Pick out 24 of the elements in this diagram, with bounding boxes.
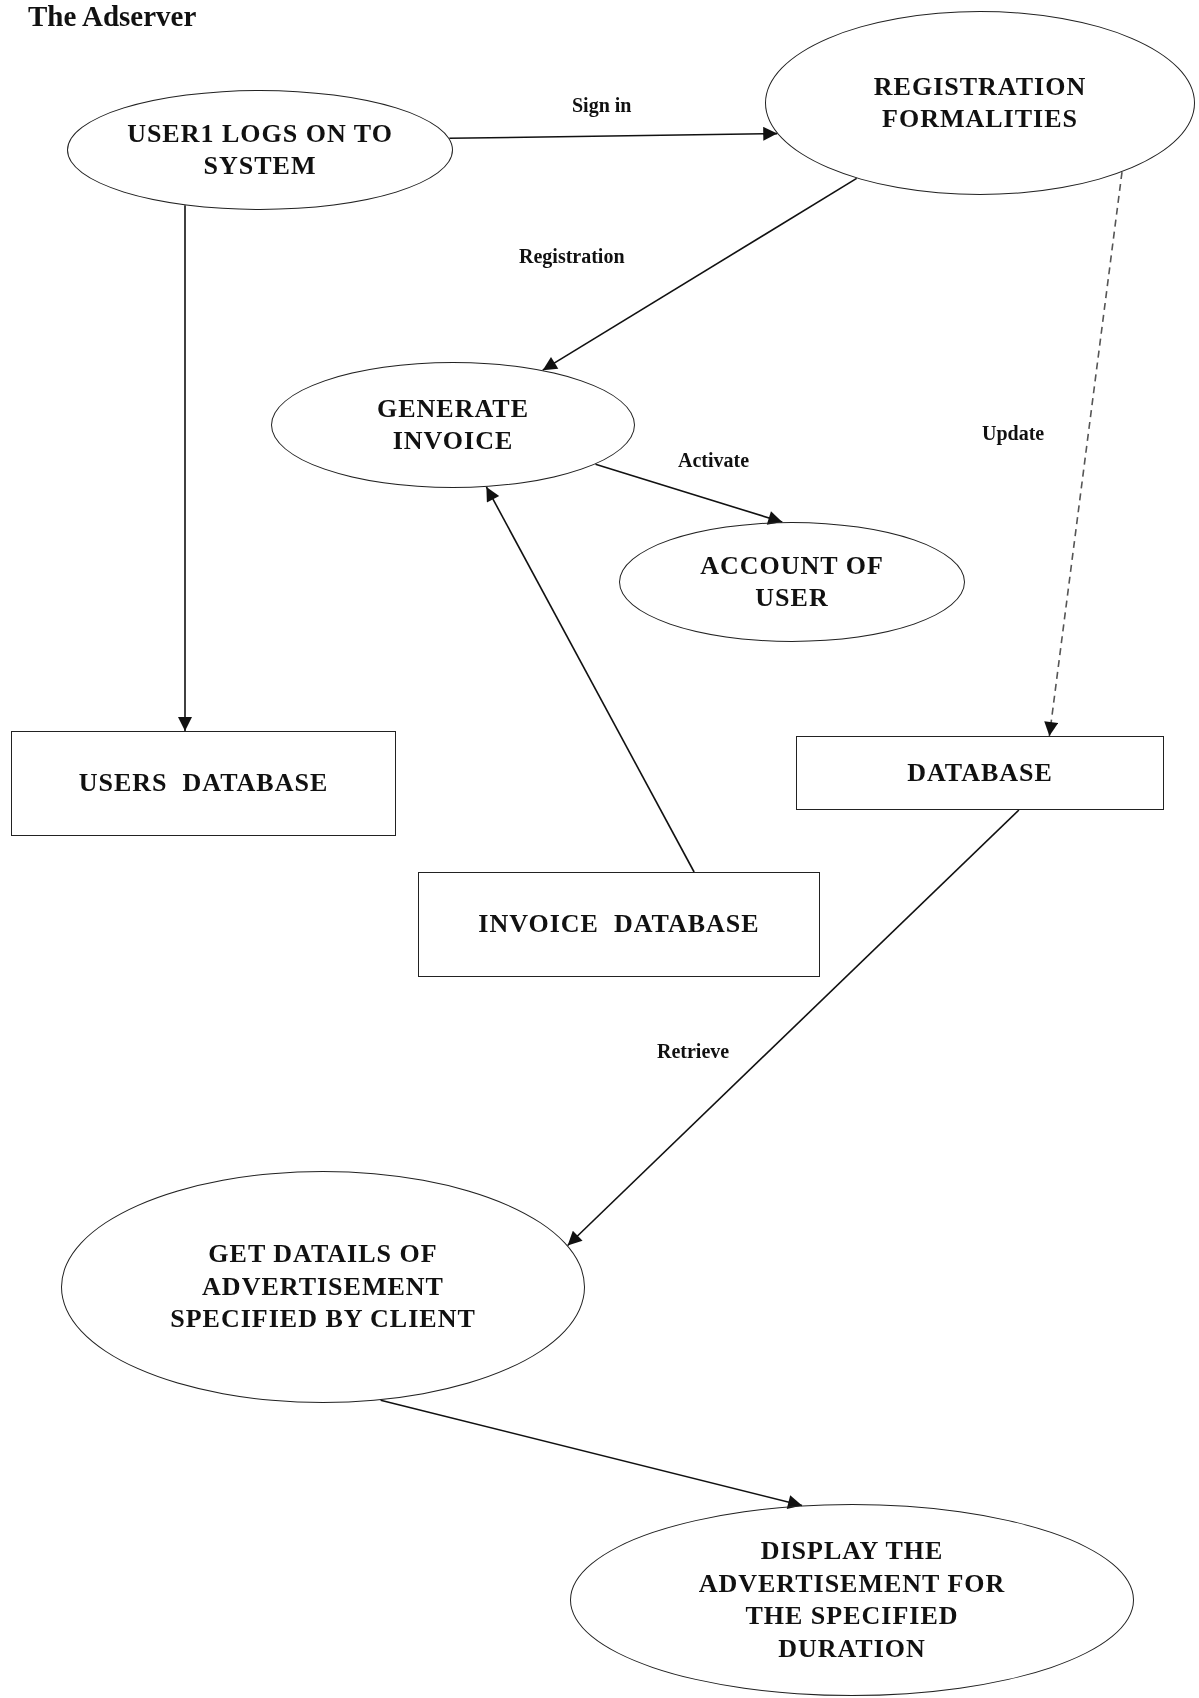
node-text: ACCOUNT OF USER [699,549,885,614]
arrow [379,1399,803,1509]
arrow [541,177,858,371]
edge-label: Registration [517,245,627,268]
arrow [594,463,784,525]
edge-label: Sign in [570,94,634,117]
node-text: GENERATE INVOICE [376,392,530,457]
node-text: DISPLAY THE ADVERTISEMENT FOR THE SPECIFIED DURATION [697,1535,1007,1665]
node-text: USERS DATABASE [78,767,329,800]
data-store-box [418,872,820,977]
node-text: USER1 LOGS ON TO SYSTEM [126,117,394,182]
node-text: REGISTRATION FORMALITIES [872,70,1088,135]
arrow [448,126,779,141]
node-text: DATABASE [907,756,1053,789]
edge-label: Update [980,422,1047,445]
arrow [566,809,1020,1247]
data-store-box [11,731,396,836]
diagram-title: The Adserver [28,0,197,33]
data-store-box [796,736,1164,810]
node-text: GET DATAILS OF ADVERTISEMENT SPECIFIED BY CLIENT [169,1238,477,1336]
arrow [1044,171,1123,737]
arrow [178,204,192,732]
node-text: INVOICE DATABASE [478,908,760,941]
arrow [485,486,695,873]
